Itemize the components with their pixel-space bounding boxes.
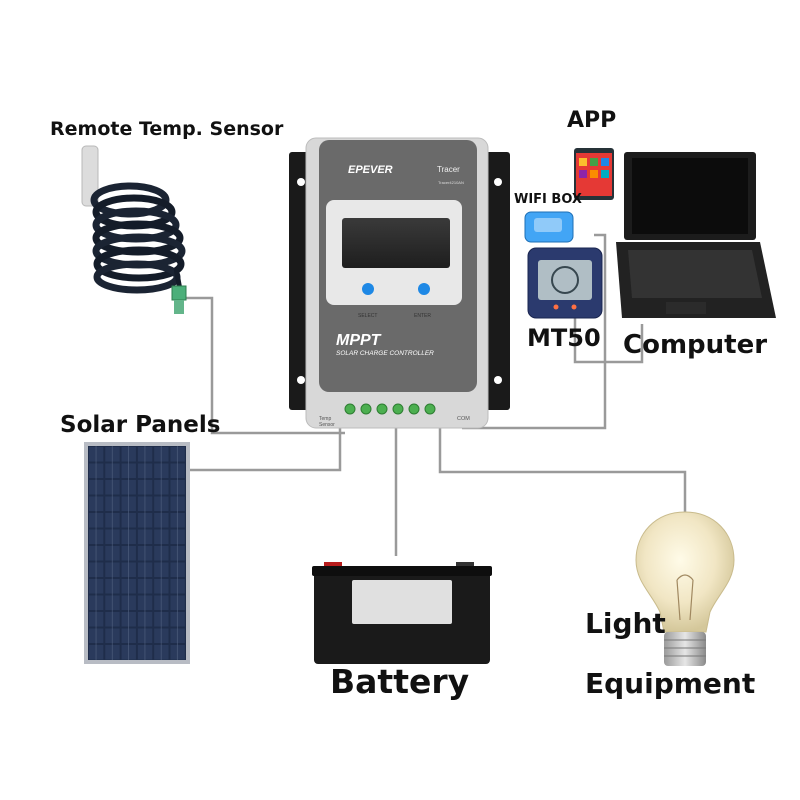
mt50-meter (528, 248, 602, 318)
remote-temp-sensor-label: Remote Temp. Sensor (50, 118, 283, 140)
com-port-label: COM (457, 416, 470, 422)
light-bulb (636, 512, 734, 666)
light-cable (440, 425, 685, 515)
light-label: Light (585, 607, 666, 640)
remote-temp-sensor (82, 146, 186, 314)
wifi-box (525, 212, 573, 242)
wifi-box-label: WIFI BOX (514, 192, 582, 207)
mt50-label: MT50 (527, 324, 601, 352)
laptop (616, 152, 776, 318)
solar-panels-label: Solar Panels (60, 412, 220, 438)
equipment-label: Equipment (585, 667, 755, 700)
app-label: APP (567, 108, 616, 133)
enter-button-label: ENTER (414, 313, 431, 319)
mppt-logo: MPPT (336, 332, 382, 349)
charge-controller: EPEVER Tracer Tracer4210AN SELECT ENTER … (289, 138, 510, 428)
controller-model: Tracer (437, 165, 460, 174)
controller-subtitle: SOLAR CHARGE CONTROLLER (336, 350, 434, 357)
battery (312, 562, 492, 664)
select-button-label: SELECT (358, 313, 377, 319)
solar-panel (84, 442, 190, 664)
controller-brand: EPEVER (348, 164, 393, 176)
battery-label: Battery (330, 662, 469, 701)
controller-model-code: Tracer4210AN (438, 180, 464, 185)
computer-label: Computer (623, 330, 767, 360)
